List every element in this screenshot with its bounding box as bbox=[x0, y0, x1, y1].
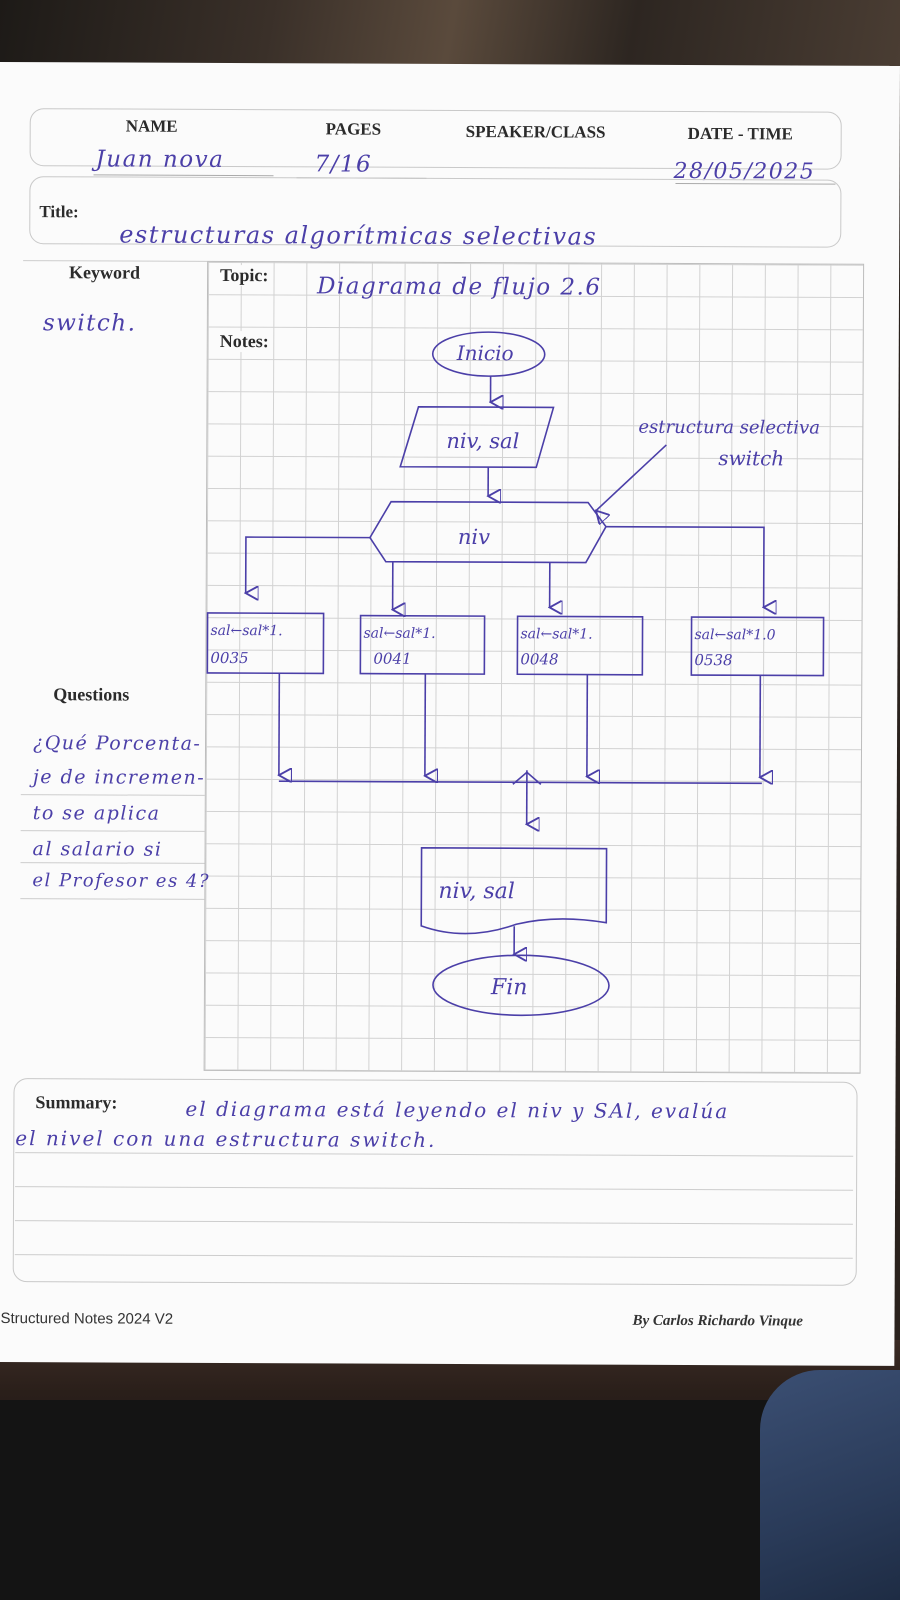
case-3-line-2: 0048 bbox=[520, 650, 558, 668]
input-parallelogram bbox=[399, 406, 555, 469]
summary-line-1: el diagrama está leyendo el niv y SAl, e… bbox=[185, 1096, 730, 1124]
annotation-arrow bbox=[596, 444, 667, 511]
merge-line bbox=[278, 780, 762, 785]
question-line-2: je de incremen- bbox=[32, 766, 206, 789]
questions-label: Questions bbox=[53, 684, 130, 705]
question-line-3: to se aplica bbox=[32, 802, 161, 825]
output-document bbox=[420, 847, 608, 935]
footer-right: By Carlos Richardo Vinque bbox=[632, 1312, 804, 1330]
end-terminal bbox=[432, 954, 610, 1017]
summary-line-2: el nivel con una estructura switch. bbox=[15, 1126, 437, 1152]
case-box-1 bbox=[206, 612, 325, 675]
notes-sheet: NAME PAGES SPEAKER/CLASS DATE - TIME Jua… bbox=[0, 62, 900, 1366]
footer-left: Structured Notes 2024 V2 bbox=[0, 1310, 174, 1328]
desk-background-bottom bbox=[0, 1340, 900, 1600]
case-1-line-1: sal←sal*1. bbox=[210, 623, 282, 639]
start-terminal bbox=[431, 331, 546, 377]
flowchart: Inicio niv, sal estructura selectiva swi… bbox=[206, 331, 825, 1017]
case-4-line-2: 0538 bbox=[694, 651, 732, 669]
case-2-line-1: sal←sal*1. bbox=[363, 626, 435, 642]
output-text: niv, sal bbox=[438, 879, 515, 904]
question-line-4: al salario si bbox=[32, 838, 163, 861]
end-text: Fin bbox=[490, 975, 528, 1000]
input-text: niv, sal bbox=[446, 429, 519, 453]
decision-text: niv bbox=[458, 525, 490, 549]
annotation-line-1: estructura selectiva bbox=[638, 417, 820, 439]
case-3-line-1: sal←sal*1. bbox=[520, 626, 592, 642]
case-box-3 bbox=[516, 615, 644, 676]
case-box-4 bbox=[690, 616, 825, 677]
jeans-knee bbox=[760, 1370, 900, 1600]
case-box-2 bbox=[359, 614, 486, 675]
desk-background-top bbox=[0, 0, 900, 70]
case-4-line-1: sal←sal*1.0 bbox=[694, 627, 775, 643]
case-2-line-2: 0041 bbox=[373, 650, 411, 668]
summary-label: Summary: bbox=[35, 1092, 118, 1113]
case-1-line-2: 0035 bbox=[210, 649, 248, 667]
annotation-line-2: switch bbox=[718, 446, 784, 470]
question-line-5: el Profesor es 4? bbox=[32, 870, 211, 892]
start-text: Inicio bbox=[456, 341, 514, 365]
question-line-1: ¿Qué Porcenta- bbox=[32, 732, 202, 755]
